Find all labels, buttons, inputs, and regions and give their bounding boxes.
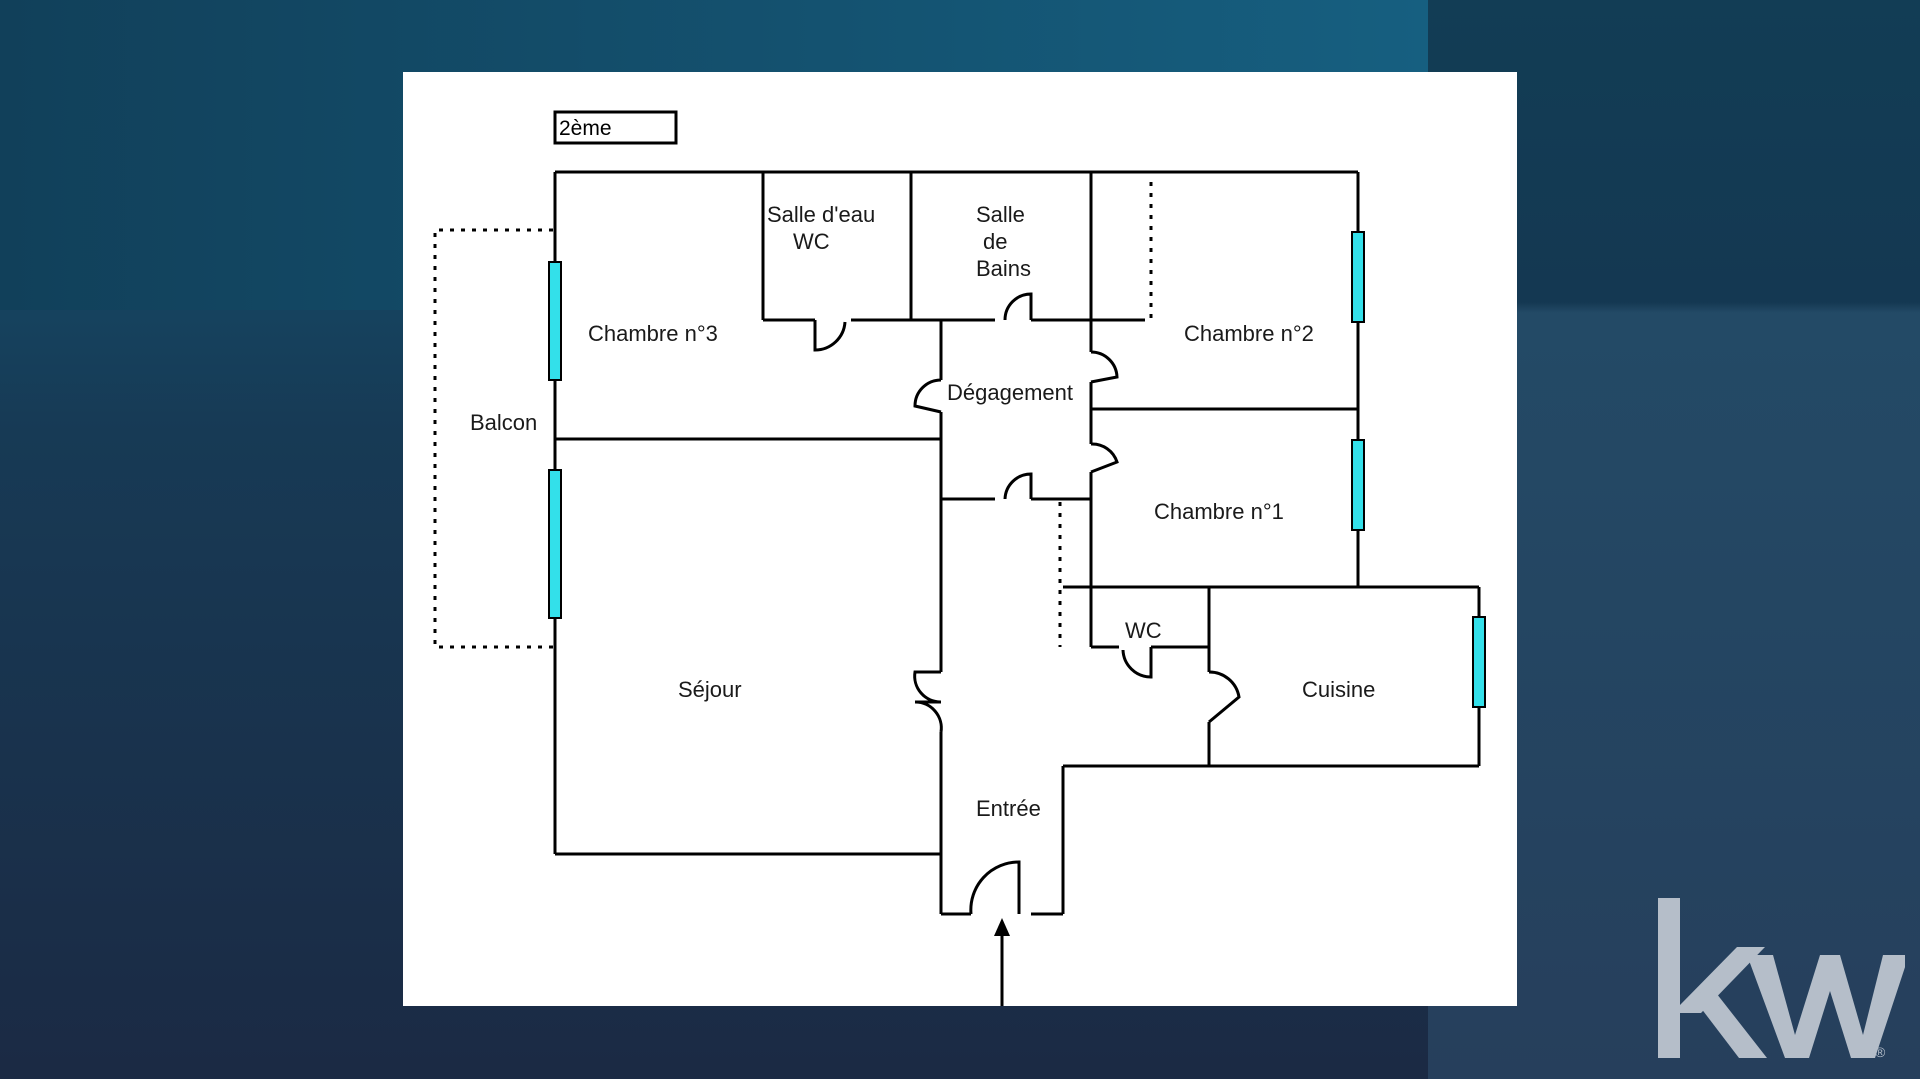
room-label-cuisine: Cuisine: [1302, 677, 1375, 702]
window-chambre1: [1351, 439, 1365, 531]
window-cuisine: [1472, 616, 1486, 708]
room-label-salle-bains-line2: de: [983, 229, 1007, 254]
kw-logo: ®: [1658, 898, 1905, 1060]
logo-registered-mark: ®: [1875, 1044, 1886, 1060]
room-label-salle-bains-line1: Salle: [976, 202, 1025, 227]
windows: [548, 231, 1486, 708]
floor-label-box: [553, 110, 678, 145]
floor-plan-card: 2ème: [403, 72, 1517, 1006]
room-label-wc: WC: [1125, 618, 1162, 643]
dotted-boundaries: [433, 182, 1153, 649]
room-label-salle-eau-line1: Salle d'eau: [767, 202, 875, 227]
room-label-chambre1: Chambre n°1: [1154, 499, 1284, 524]
room-label-salle-bains-line3: Bains: [976, 256, 1031, 281]
room-label-chambre2: Chambre n°2: [1184, 321, 1314, 346]
window-sejour: [548, 469, 562, 619]
entry-arrow: [994, 918, 1010, 1006]
room-label-salle-eau-line2: WC: [793, 229, 830, 254]
room-label-chambre3: Chambre n°3: [588, 321, 718, 346]
room-label-entree: Entrée: [976, 796, 1041, 821]
room-label-balcon: Balcon: [470, 410, 537, 435]
floor-label: 2ème: [559, 117, 612, 140]
room-label-degagement: Dégagement: [947, 380, 1073, 405]
window-chambre2: [1351, 231, 1365, 323]
window-chambre3: [548, 261, 562, 381]
room-label-sejour: Séjour: [678, 677, 742, 702]
floor-plan-svg: 2ème: [433, 110, 1486, 1006]
